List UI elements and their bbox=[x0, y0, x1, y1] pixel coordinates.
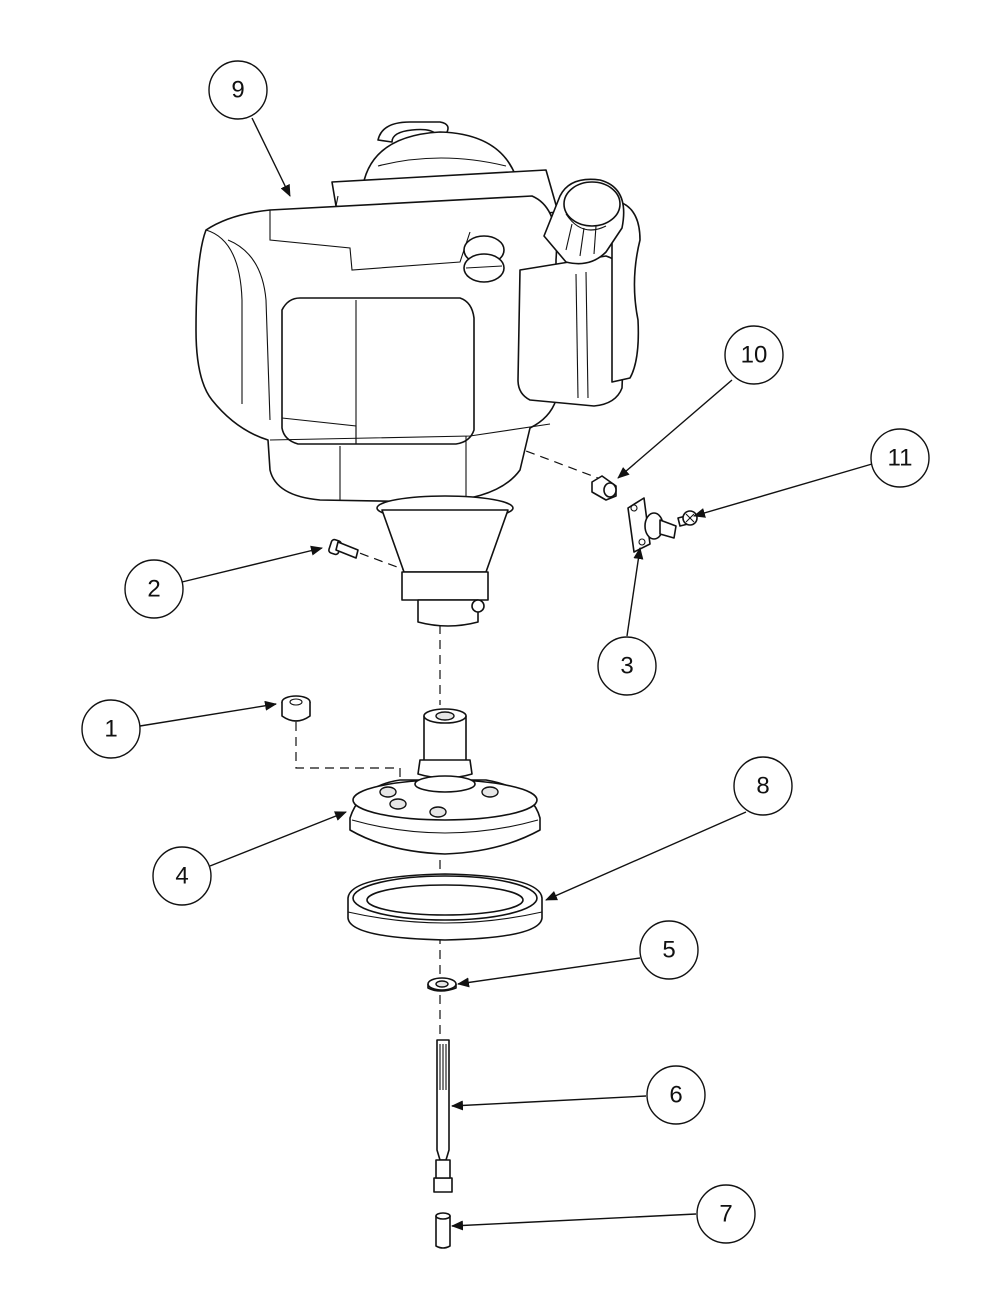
washer-part bbox=[427, 977, 457, 992]
callout-3: 3 bbox=[597, 636, 657, 696]
leader-8 bbox=[545, 811, 747, 901]
screw-part bbox=[677, 510, 698, 527]
callout-5: 5 bbox=[639, 920, 699, 980]
leader-10 bbox=[617, 379, 733, 479]
leader-3 bbox=[626, 547, 644, 637]
callout-4: 4 bbox=[152, 846, 212, 906]
shaft-part bbox=[433, 1039, 453, 1193]
callout-label: 9 bbox=[231, 77, 244, 104]
callout-7: 7 bbox=[696, 1184, 756, 1244]
callout-10: 10 bbox=[724, 325, 784, 385]
callout-8: 8 bbox=[733, 756, 793, 816]
leader-7 bbox=[451, 1213, 697, 1231]
callout-9: 9 bbox=[208, 60, 268, 120]
leader-1 bbox=[139, 700, 277, 727]
callout-6: 6 bbox=[646, 1065, 706, 1125]
callout-label: 5 bbox=[662, 937, 675, 964]
callout-label: 2 bbox=[147, 576, 160, 603]
callout-1: 1 bbox=[81, 699, 141, 759]
callout-label: 6 bbox=[669, 1082, 682, 1109]
leader-lines bbox=[139, 117, 873, 1231]
fitting-part bbox=[591, 475, 617, 501]
plug-part bbox=[281, 695, 311, 722]
bolt-part bbox=[328, 538, 359, 559]
leader-4 bbox=[209, 811, 347, 867]
callout-label: 7 bbox=[719, 1201, 732, 1228]
leader-11 bbox=[693, 463, 873, 518]
callout-label: 3 bbox=[620, 653, 633, 680]
callout-2: 2 bbox=[124, 559, 184, 619]
leader-9 bbox=[251, 117, 291, 197]
leader-5 bbox=[457, 957, 641, 988]
seal-ring-part bbox=[347, 873, 543, 941]
motor-housing-part bbox=[195, 121, 641, 627]
pin-part bbox=[435, 1212, 451, 1249]
base-part bbox=[349, 708, 541, 855]
leader-6 bbox=[451, 1095, 647, 1111]
callout-label: 1 bbox=[104, 716, 117, 743]
leader-2 bbox=[181, 545, 323, 583]
callout-label: 4 bbox=[175, 863, 188, 890]
callout-label: 10 bbox=[741, 342, 768, 369]
switch-part bbox=[627, 497, 677, 553]
callout-label: 8 bbox=[756, 773, 769, 800]
callout-11: 11 bbox=[870, 428, 930, 488]
callout-label: 11 bbox=[888, 445, 913, 472]
